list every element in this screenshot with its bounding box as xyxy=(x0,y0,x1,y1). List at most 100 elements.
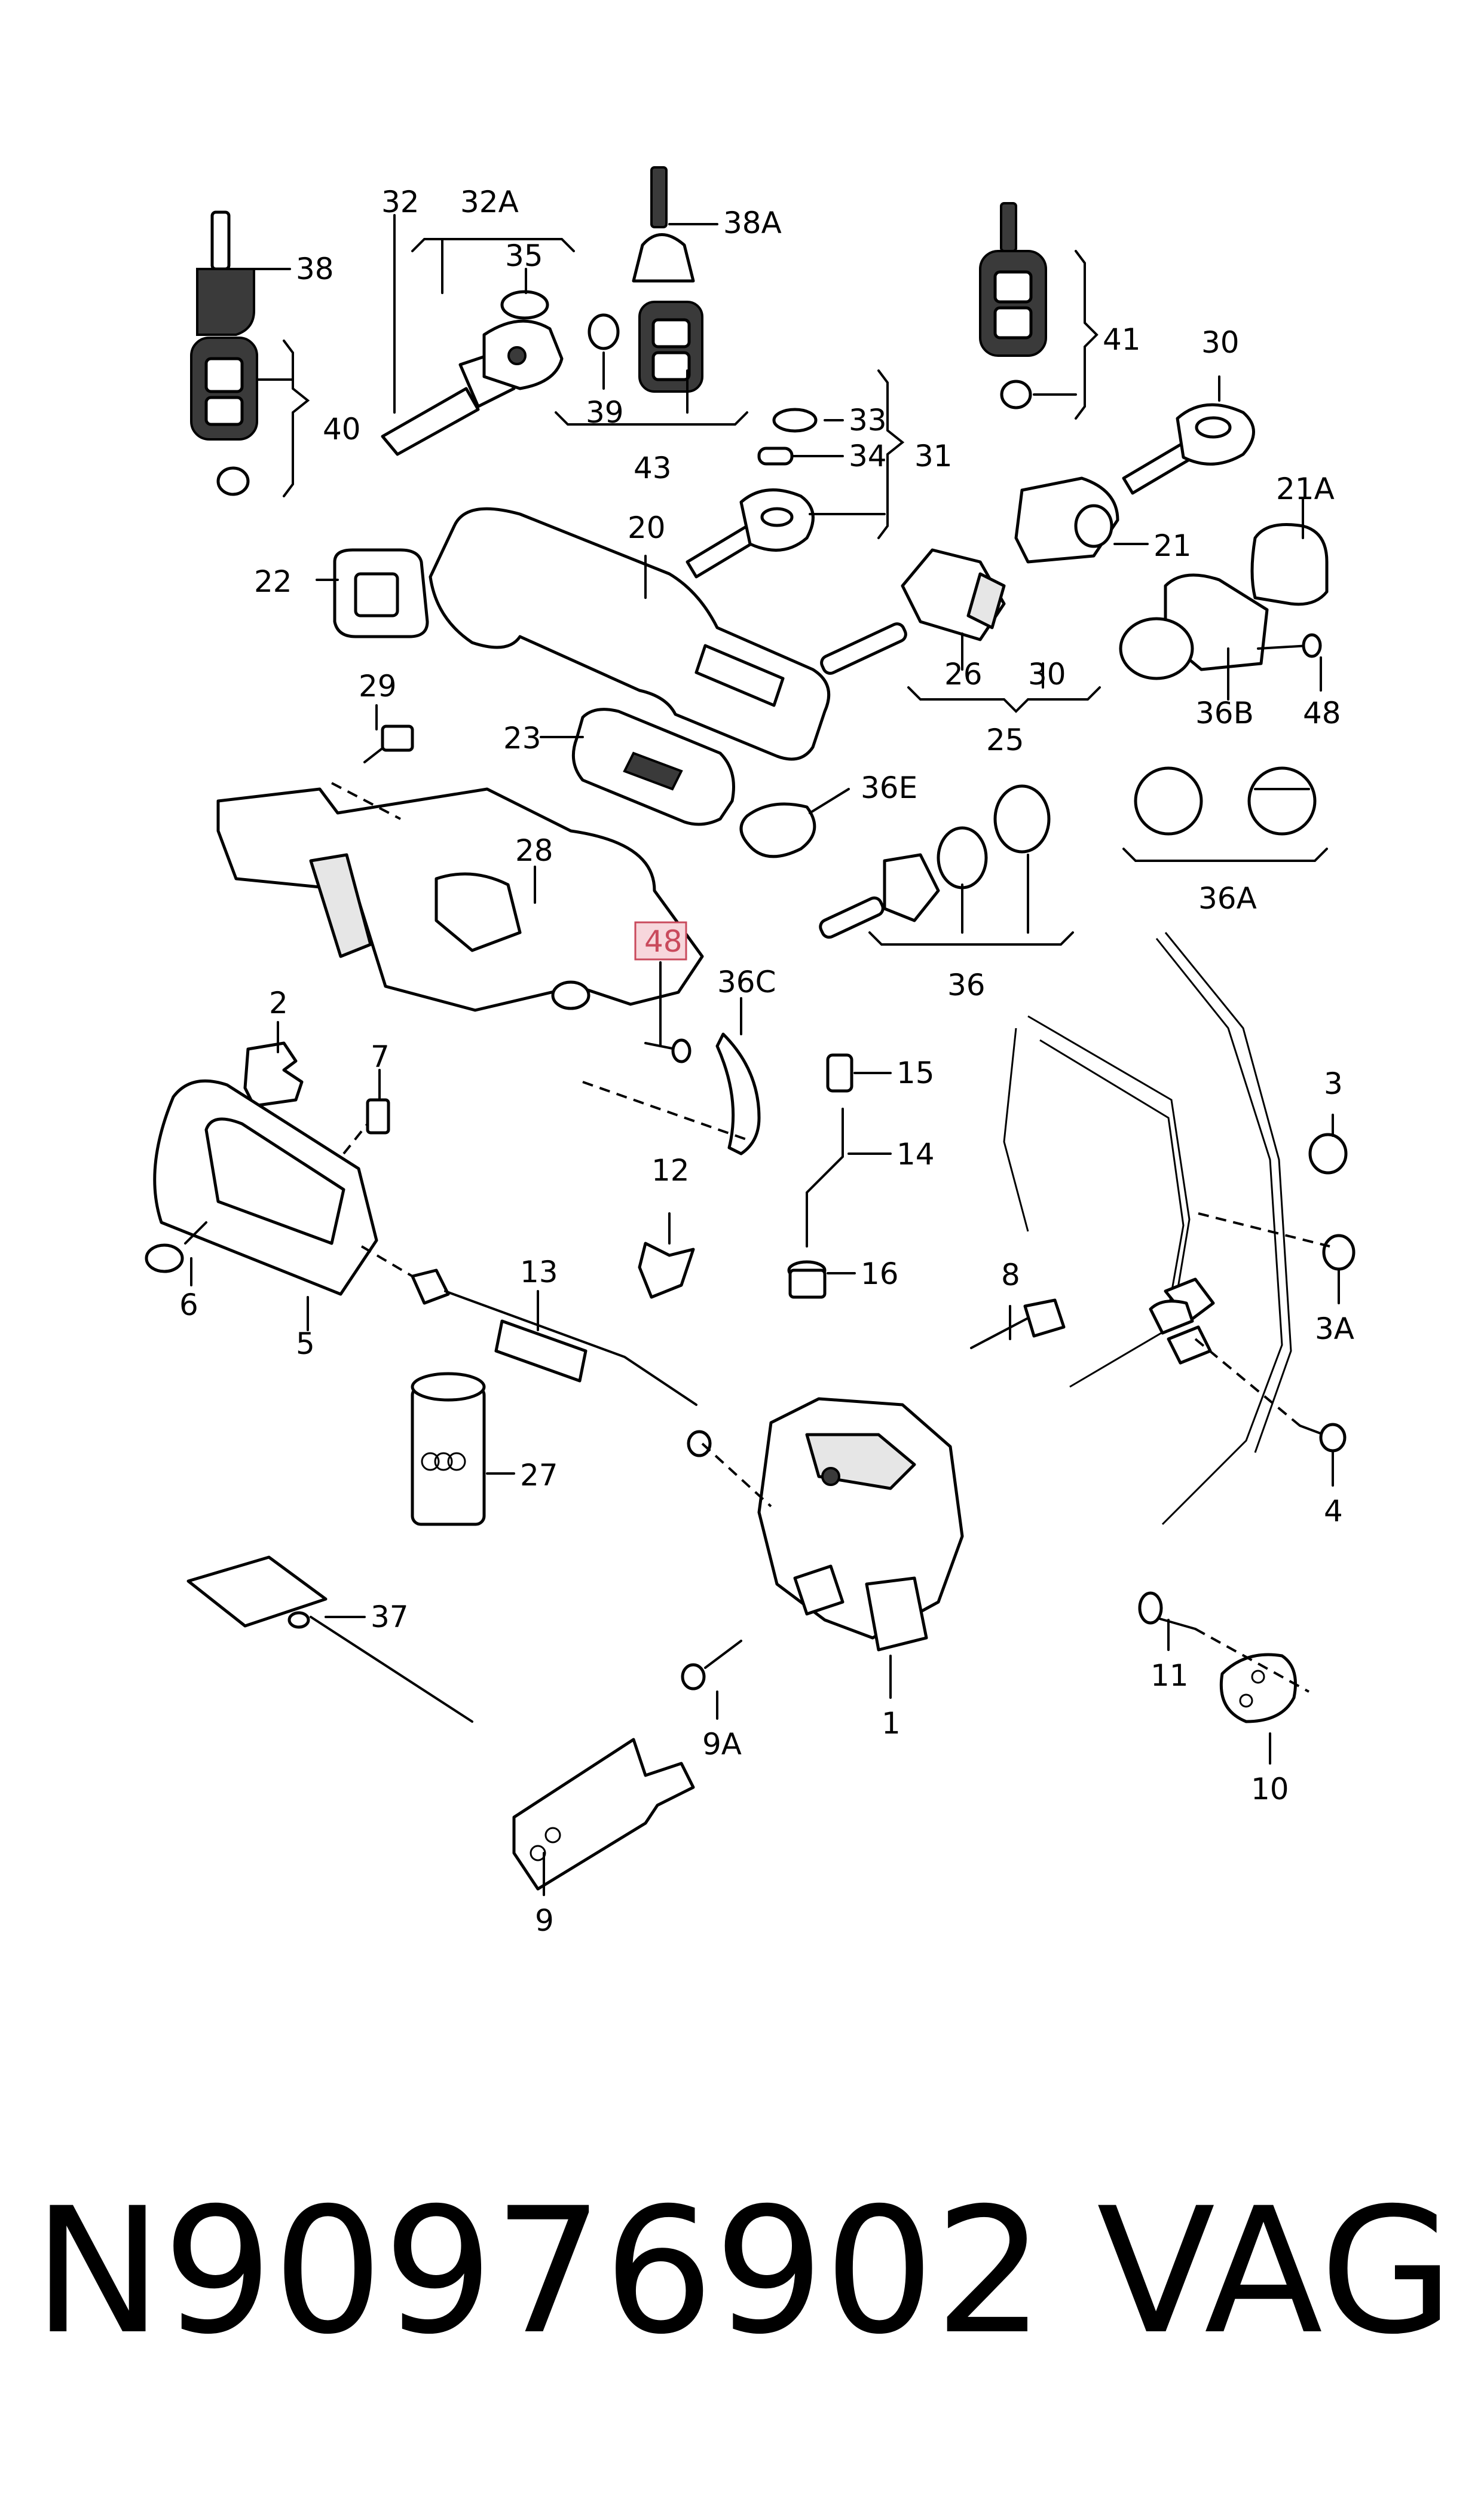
grommet-16 xyxy=(787,1260,827,1299)
clip-12 xyxy=(638,1242,695,1299)
brand-name: VAG xyxy=(1097,2171,1454,2373)
bezel-5 xyxy=(153,1079,378,1296)
remote-key-40 xyxy=(190,337,258,441)
door-handle-20 xyxy=(429,507,831,761)
label-11: 11 xyxy=(1151,1658,1189,1693)
label-9: 9 xyxy=(535,1903,554,1938)
callout-labels: 32 32A 35 38 40 39 43 38A 33 34 31 41 30… xyxy=(179,185,1354,1938)
label-36e: 36E xyxy=(861,771,917,805)
bracket-9 xyxy=(512,1738,695,1891)
label-32a: 32A xyxy=(460,185,519,219)
key-31 xyxy=(686,488,815,579)
label-1: 1 xyxy=(882,1706,901,1741)
label-35: 35 xyxy=(505,239,543,273)
screw-6 xyxy=(145,1221,207,1273)
highlighted-callout-48[interactable]: 48 xyxy=(634,921,687,961)
label-36c: 36C xyxy=(717,965,776,999)
door-frame xyxy=(1003,932,1292,1526)
label-5: 5 xyxy=(296,1326,315,1361)
label-15: 15 xyxy=(896,1056,935,1090)
tag-37 xyxy=(186,1555,473,1723)
label-14: 14 xyxy=(896,1137,935,1172)
label-36b: 36B xyxy=(1195,696,1254,730)
label-25: 25 xyxy=(986,723,1024,757)
cap-33 xyxy=(772,408,818,433)
label-43: 43 xyxy=(634,451,672,485)
label-28: 28 xyxy=(515,833,553,868)
gasket-23 xyxy=(571,708,735,826)
label-9a: 9A xyxy=(702,1727,742,1762)
label-39: 39 xyxy=(586,395,624,430)
sensor-8 xyxy=(970,1298,1066,1349)
label-13: 13 xyxy=(520,1255,558,1289)
label-10: 10 xyxy=(1251,1772,1289,1806)
pin-9a xyxy=(681,1640,742,1690)
remote-key-41 xyxy=(979,202,1047,357)
label-38a: 38A xyxy=(723,206,782,240)
lock-cylinder-36b xyxy=(1119,573,1269,680)
key-38a xyxy=(632,166,695,283)
label-20: 20 xyxy=(628,510,666,545)
screw-48 xyxy=(644,1038,691,1063)
lock-cylinder-26 xyxy=(820,548,1006,675)
screw-48-top xyxy=(1257,633,1322,658)
label-29: 29 xyxy=(359,669,397,704)
label-21a: 21A xyxy=(1276,472,1335,506)
cap-15 xyxy=(826,1053,853,1093)
plug-3a xyxy=(1322,1234,1356,1271)
label-38: 38 xyxy=(296,252,334,286)
grease-can-27 xyxy=(411,1372,486,1526)
clip-2 xyxy=(243,1041,304,1108)
label-12: 12 xyxy=(651,1153,690,1188)
label-6: 6 xyxy=(179,1288,198,1322)
label-8: 8 xyxy=(1001,1258,1020,1292)
handle-carrier-28 xyxy=(216,787,704,1012)
label-16: 16 xyxy=(861,1257,899,1291)
seal-36c xyxy=(715,1032,761,1155)
label-2: 2 xyxy=(269,986,288,1020)
gasket-22 xyxy=(333,548,429,638)
label-30b: 30 xyxy=(1028,657,1066,692)
highlighted-label: 48 xyxy=(644,924,683,959)
label-41: 41 xyxy=(1103,322,1141,357)
plug-3 xyxy=(1308,1133,1348,1175)
bolt-11 xyxy=(1138,1591,1197,1630)
label-36a: 36A xyxy=(1198,881,1257,916)
label-7: 7 xyxy=(371,1040,390,1074)
screw-29 xyxy=(363,724,414,763)
o-ring-40 xyxy=(216,466,250,496)
cap-35 xyxy=(500,290,549,320)
key-blade-38 xyxy=(196,210,255,336)
label-33: 33 xyxy=(849,403,887,438)
remote-key-43 xyxy=(638,301,703,393)
o-ring-41 xyxy=(1000,380,1032,409)
bracket-21 xyxy=(1014,476,1119,564)
label-34: 34 xyxy=(849,439,887,473)
label-22: 22 xyxy=(254,564,292,599)
door-lock-1 xyxy=(757,1397,964,1652)
label-37: 37 xyxy=(371,1600,409,1634)
bolt-4 xyxy=(1299,1423,1347,1453)
lock-cylinder-36 xyxy=(819,784,1051,939)
label-4: 4 xyxy=(1324,1494,1343,1528)
striker-10 xyxy=(1219,1653,1297,1723)
leader-lines xyxy=(190,214,1340,1896)
label-36: 36 xyxy=(947,968,986,1002)
label-21: 21 xyxy=(1153,528,1192,563)
label-32: 32 xyxy=(381,185,420,219)
clip-7 xyxy=(366,1098,390,1135)
lock-body-32a xyxy=(482,319,564,390)
label-27: 27 xyxy=(520,1458,558,1493)
label-23: 23 xyxy=(503,721,541,756)
label-3a: 3A xyxy=(1315,1312,1354,1346)
seal-rings-36a xyxy=(1134,766,1317,836)
pin-34 xyxy=(757,447,794,466)
key-30 xyxy=(1122,403,1255,495)
label-48-top: 48 xyxy=(1303,696,1341,730)
label-30a: 30 xyxy=(1201,325,1240,360)
label-3: 3 xyxy=(1324,1066,1343,1101)
rod-14 xyxy=(806,1108,844,1248)
label-31: 31 xyxy=(914,439,953,473)
seal-36e xyxy=(739,802,816,858)
